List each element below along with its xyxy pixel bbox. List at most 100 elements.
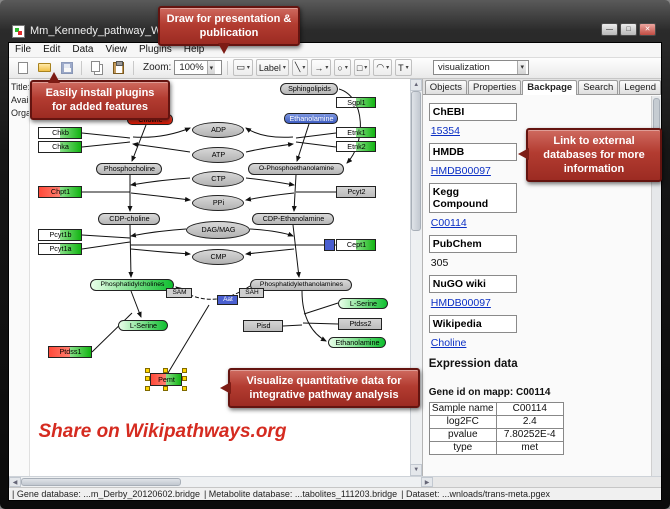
paste-button[interactable] [109, 59, 128, 76]
db-header-pubchem: PubChem [428, 234, 517, 253]
node-pcyt1a[interactable]: Pcyt1a [38, 242, 83, 255]
tab-objects[interactable]: Objects [424, 79, 467, 94]
visualization-combobox[interactable]: visualization ▾ [433, 59, 529, 75]
db-value-hmdb[interactable]: HMDB00097 [430, 164, 491, 177]
selection-handle[interactable] [145, 385, 151, 391]
scroll-right-icon[interactable]: ▶ [421, 477, 433, 488]
menu-item-plugins[interactable]: Plugins [138, 44, 172, 56]
callout-pointer-left-icon [220, 382, 231, 394]
canvas-vertical-scrollbar[interactable]: ▲ ▼ [409, 78, 423, 477]
node-pcyt1b[interactable]: Pcyt1b [38, 228, 83, 241]
node-ethanolamine-bottom[interactable]: Ethanolamine [328, 336, 387, 348]
node-ptdss1[interactable]: Ptdss1 [48, 345, 93, 358]
maximize-button[interactable]: □ [620, 23, 637, 36]
canvas-horizontal-scrollbar[interactable]: ◀ ▶ [9, 476, 433, 488]
tab-search[interactable]: Search [578, 79, 619, 94]
copy-button[interactable] [87, 59, 106, 76]
node-sah[interactable]: SAH [239, 287, 265, 298]
node-phosphocholine[interactable]: Phosphocholine [96, 162, 163, 175]
node-phosphatidylcholines[interactable]: Phosphatidylcholines [90, 278, 175, 291]
node-l-serine-right[interactable]: L-Serine [338, 297, 389, 309]
menu-item-data[interactable]: Data [72, 44, 94, 56]
node-aat[interactable]: Aat [217, 294, 239, 305]
node-chkb[interactable]: Chkb [38, 126, 83, 139]
node-cept1-chip[interactable] [324, 238, 336, 251]
expression-data-title: Expression data [428, 357, 518, 370]
scroll-up-icon[interactable]: ▲ [410, 78, 423, 91]
node-pisd[interactable]: Pisd [243, 319, 284, 332]
db-value-chebi[interactable]: 15354 [430, 124, 460, 137]
selection-handle[interactable] [163, 385, 169, 391]
tab-legend[interactable]: Legend [619, 79, 661, 94]
datanode-tool-button[interactable]: ▭▾ [233, 59, 253, 77]
node-cdp-ethanolamine[interactable]: CDP-Ethanolamine [252, 212, 335, 225]
node-ctp[interactable]: CTP [192, 170, 245, 187]
panel-bottom-filler [433, 476, 661, 488]
node-dag-mag[interactable]: DAG/MAG [186, 220, 251, 239]
arc-tool-button[interactable]: ◠▾ [373, 59, 393, 77]
node-sgpl1[interactable]: Sgpl1 [336, 96, 377, 108]
node-chka[interactable]: Chka [38, 140, 83, 153]
new-file-button[interactable] [13, 59, 32, 76]
table-cell: pvalue [428, 427, 497, 442]
node-ethanolamine-top[interactable]: Ethanolamine [284, 112, 339, 124]
rectangle-tool-button[interactable]: □▾ [353, 59, 371, 77]
node-atp[interactable]: ATP [192, 146, 245, 163]
db-header-hmdb: HMDB [428, 142, 517, 161]
node-cept1[interactable]: Cept1 [336, 238, 377, 251]
scroll-left-icon[interactable]: ◀ [9, 477, 21, 488]
horizontal-scroll-thumb[interactable] [21, 478, 181, 487]
menu-item-help[interactable]: Help [183, 44, 205, 56]
selection-handle[interactable] [163, 367, 169, 373]
db-header-kegg-compound: Kegg Compound [428, 182, 517, 213]
left-info-panel: Title:AvailaOrgani [9, 78, 31, 477]
close-button[interactable]: ✕ [639, 23, 656, 36]
chevron-down-icon: ▾ [246, 65, 250, 72]
node-adp[interactable]: ADP [192, 121, 245, 138]
node-l-serine-left[interactable]: L-Serine [118, 319, 169, 331]
tab-backpage[interactable]: Backpage [522, 79, 578, 95]
menu-item-file[interactable]: File [15, 44, 32, 56]
selection-handle[interactable] [182, 367, 188, 373]
db-value-kegg-compound[interactable]: C00114 [430, 216, 467, 229]
node-ptdss2[interactable]: Ptdss2 [338, 317, 383, 330]
zoom-combobox[interactable]: 100% ▾ [174, 60, 223, 76]
db-value-nugo-wiki[interactable]: HMDB00097 [430, 296, 491, 309]
main-area: Title:AvailaOrgani [9, 78, 661, 477]
minimize-button[interactable]: — [601, 23, 618, 36]
node-cmp[interactable]: CMP [192, 248, 245, 265]
callout-pointer-down-icon [218, 43, 230, 55]
node-pemt[interactable]: Pemt [150, 372, 183, 386]
open-file-button[interactable] [35, 59, 54, 76]
selection-handle[interactable] [182, 385, 188, 391]
selection-handle[interactable] [145, 367, 151, 373]
text-tool-button[interactable]: T▾ [395, 59, 412, 77]
arrow-tool-button[interactable]: →▾ [311, 59, 332, 77]
tab-properties[interactable]: Properties [467, 79, 522, 94]
ellipse-tool-button[interactable]: ○▾ [334, 59, 351, 77]
callout-plugins-text: Easily install plugins for added feature… [45, 87, 155, 114]
line-tool-button[interactable]: ╲▾ [291, 59, 309, 77]
node-pcyt2[interactable]: Pcyt2 [336, 185, 377, 198]
node-o-phosphoethanolamine[interactable]: O-Phosphoethanolamine [248, 162, 345, 175]
scroll-down-icon[interactable]: ▼ [410, 464, 423, 477]
save-button[interactable] [57, 59, 76, 76]
label-tool-button[interactable]: Label▾ [255, 59, 289, 77]
node-ppi[interactable]: PPi [192, 194, 245, 211]
node-cdp-choline[interactable]: CDP-choline [98, 212, 161, 225]
node-sphingolipids[interactable]: Sphingolipids [280, 82, 339, 95]
node-sam[interactable]: SAM [166, 287, 193, 298]
node-phosphatidylethanolamines[interactable]: Phosphatidylethanolamines [250, 278, 353, 291]
vertical-scroll-thumb[interactable] [411, 90, 422, 231]
node-etnk1[interactable]: Etnk1 [336, 126, 377, 138]
menu-item-view[interactable]: View [105, 44, 127, 56]
selection-handle[interactable] [182, 376, 188, 382]
node-chpt1[interactable]: Chpt1 [38, 185, 83, 198]
selection-handle[interactable] [145, 376, 151, 382]
menu-item-edit[interactable]: Edit [43, 44, 61, 56]
node-etnk2[interactable]: Etnk2 [336, 140, 377, 152]
db-header-wikipedia: Wikipedia [428, 314, 517, 333]
db-value-wikipedia[interactable]: Choline [430, 336, 467, 349]
